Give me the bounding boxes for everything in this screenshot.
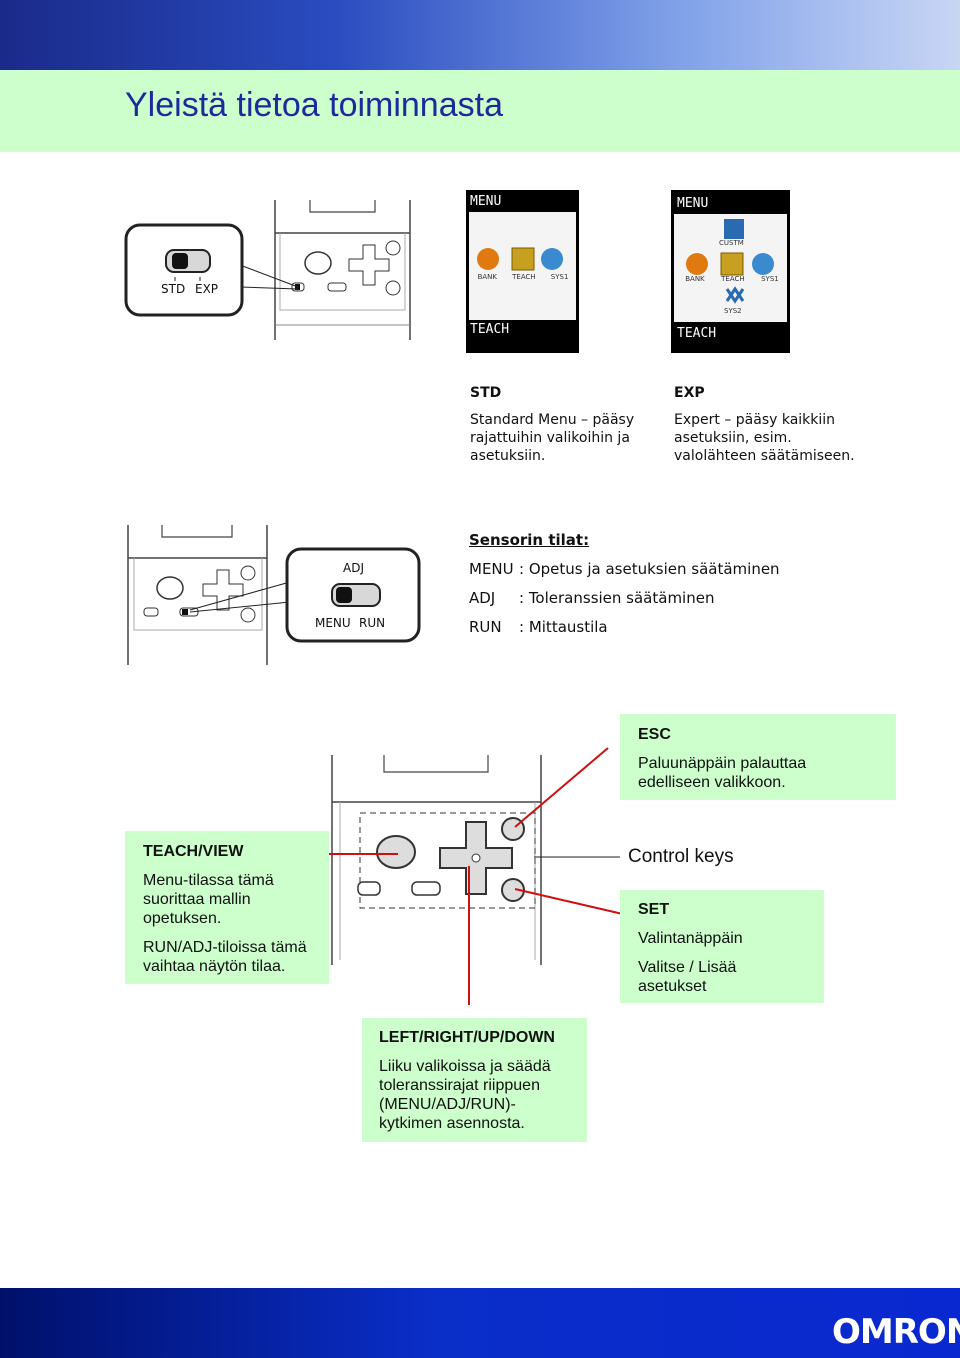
std-line: asetuksiin. <box>470 448 546 464</box>
control-keys-figure <box>320 747 628 1005</box>
sensor-states-title: Sensorin tilat: <box>469 531 590 549</box>
lcd-std-bottom-label: TEACH <box>470 322 510 337</box>
lcd-exp-icon-bank: BANK <box>685 275 705 283</box>
lcd-std-top-label: MENU <box>470 194 502 209</box>
arrows-line: (MENU/ADJ/RUN)- <box>379 1096 516 1113</box>
lcd-std-icon-sys1: SYS1 <box>550 273 569 281</box>
lcd-exp-top-label: MENU <box>677 196 709 211</box>
lcd-exp-icons <box>686 219 774 304</box>
set-line: Valitse / Lisää <box>638 959 737 976</box>
teach-line: Menu-tilassa tämä <box>143 872 274 889</box>
page-title: Yleistä tietoa toiminnasta <box>125 86 503 124</box>
arrows-line: Liiku valikoissa ja säädä <box>379 1058 551 1075</box>
footer-band <box>0 1288 960 1358</box>
omron-logo: OMRON <box>832 1312 960 1352</box>
exp-title: EXP <box>674 385 705 401</box>
lcd-exp-icon-teach: TEACH <box>721 275 745 283</box>
lcd-std-screen: MENU BANK TEACH SYS1 TEACH <box>466 190 579 353</box>
lcd-exp-icon-sys1: SYS1 <box>761 275 779 283</box>
exp-line: valolähteen säätämiseen. <box>674 448 855 464</box>
teach-line: opetuksen. <box>143 910 222 927</box>
arrows-callout: LEFT/RIGHT/UP/DOWN Liiku valikoissa ja s… <box>362 1018 587 1142</box>
teach-view-title: TEACH/VIEW <box>143 843 244 860</box>
std-switch-label: STD <box>161 282 186 296</box>
set-title: SET <box>638 901 670 918</box>
exp-line: Expert – pääsy kaikkiin <box>674 412 836 428</box>
sensor-state-row: ADJ: Toleranssien säätäminen <box>469 589 715 607</box>
run-switch-label: RUN <box>359 616 386 630</box>
top-banner <box>0 0 960 70</box>
teach-line: vaihtaa näytön tilaa. <box>143 958 286 975</box>
std-line: Standard Menu – pääsy <box>470 412 635 428</box>
control-keys-label: Control keys <box>628 846 734 867</box>
sensor-state-row: MENU: Opetus ja asetuksien säätäminen <box>469 560 780 578</box>
teach-line: suorittaa mallin <box>143 891 251 908</box>
set-line: asetukset <box>638 978 707 995</box>
std-title: STD <box>470 385 502 401</box>
lcd-exp-icon-sys2: SYS2 <box>724 307 742 315</box>
sensor-states: Sensorin tilat: MENU: Opetus ja asetuksi… <box>469 531 780 647</box>
set-line: Valintanäppäin <box>638 930 743 947</box>
lcd-std-icons <box>477 247 563 271</box>
esc-callout: ESC Paluunäppäin palauttaa edelliseen va… <box>620 714 896 800</box>
std-description: STD Standard Menu – pääsy rajattuihin va… <box>470 385 634 465</box>
lcd-exp-screen: MENU CUSTM BANK TEACH SYS1 SYS2 TEACH <box>671 190 790 353</box>
lcd-exp-bottom-label: TEACH <box>677 326 717 341</box>
adj-switch-label: ADJ <box>343 561 364 575</box>
title-bar <box>0 70 960 152</box>
arrows-line: kytkimen asennosta. <box>379 1115 525 1132</box>
exp-line: asetuksiin, esim. <box>674 430 792 446</box>
arrows-title: LEFT/RIGHT/UP/DOWN <box>379 1029 555 1046</box>
lcd-exp-icon-custm: CUSTM <box>719 239 744 247</box>
teach-line: RUN/ADJ-tiloissa tämä <box>143 939 307 956</box>
std-line: rajattuihin valikoihin ja <box>470 430 630 446</box>
device-std-exp-figure <box>124 200 411 340</box>
set-callout: SET Valintanäppäin Valitse / Lisää asetu… <box>620 890 824 1003</box>
device-mode-switch-figure <box>127 525 421 665</box>
esc-line: edelliseen valikkoon. <box>638 774 786 791</box>
esc-line: Paluunäppäin palauttaa <box>638 755 807 772</box>
menu-switch-label: MENU <box>315 616 351 630</box>
arrows-line: toleranssirajat riippuen <box>379 1077 540 1094</box>
esc-title: ESC <box>638 726 671 743</box>
exp-description: EXP Expert – pääsy kaikkiin asetuksiin, … <box>674 385 855 465</box>
teach-view-callout: TEACH/VIEW Menu-tilassa tämä suorittaa m… <box>125 831 329 984</box>
sensor-state-row: RUN: Mittaustila <box>469 618 608 636</box>
lcd-std-icon-bank: BANK <box>477 273 497 281</box>
lcd-std-icon-teach: TEACH <box>512 273 536 281</box>
exp-switch-label: EXP <box>195 282 219 296</box>
